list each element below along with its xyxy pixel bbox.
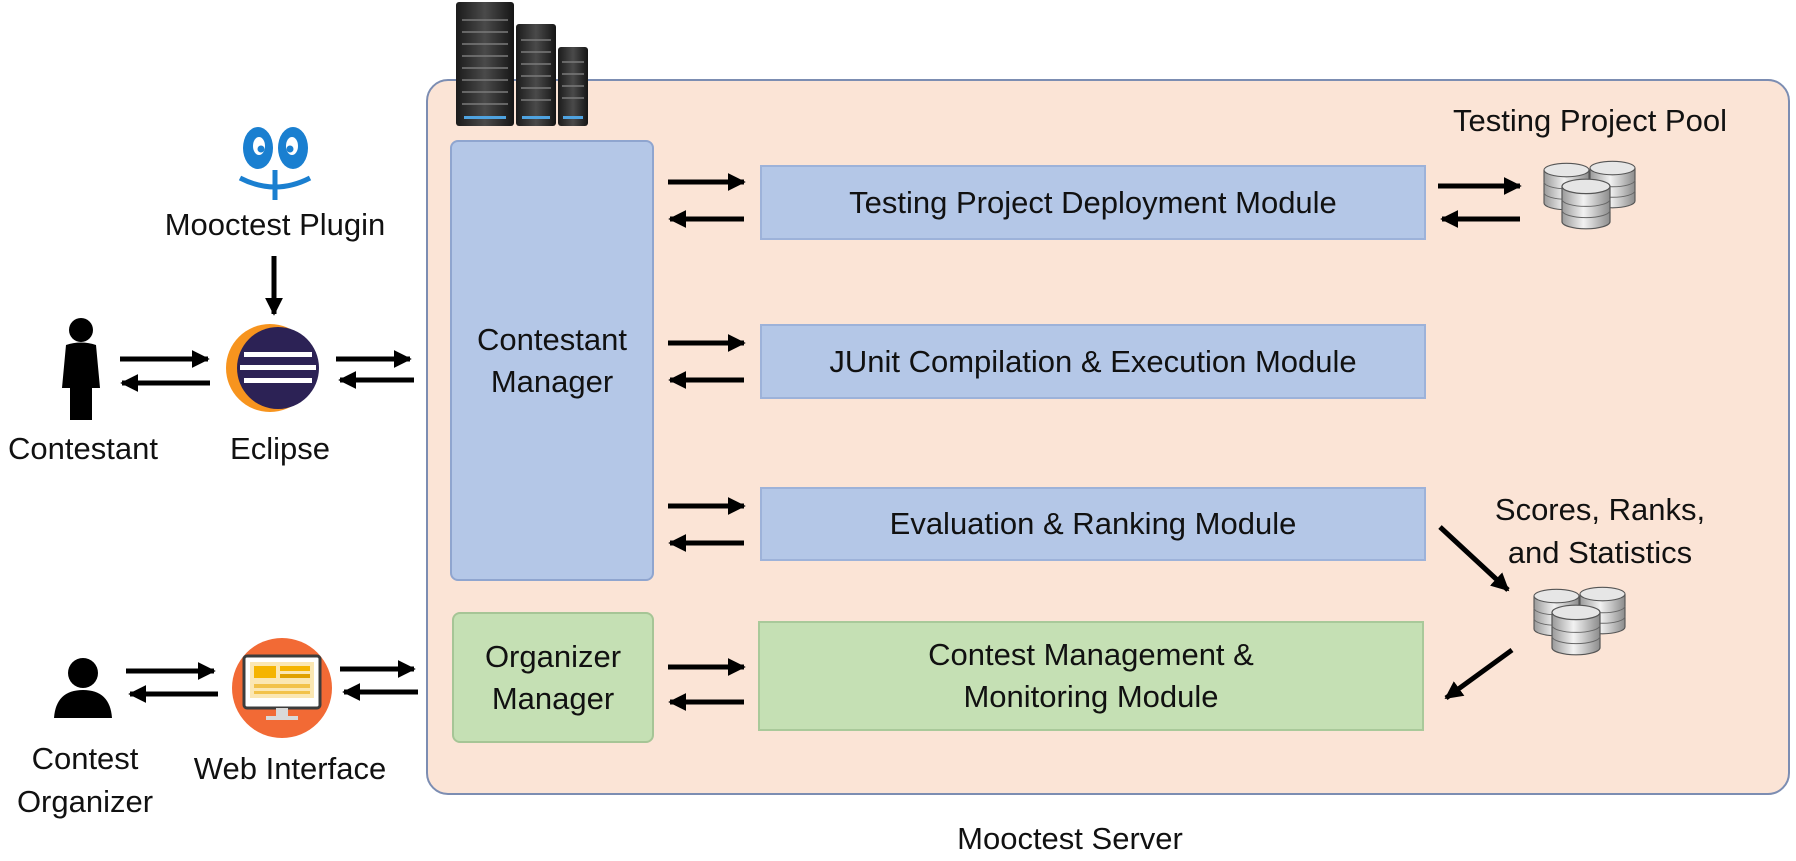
contest-management-monitoring-module: Contest Management & Monitoring Module [758, 621, 1424, 731]
mooctest-server-label: Mooctest Server [957, 821, 1183, 856]
mooctest-plugin-icon [236, 117, 314, 202]
organizer-manager: Organizer Manager [452, 612, 654, 743]
junit-compilation-execution-module: JUnit Compilation & Execution Module [760, 324, 1426, 399]
evaluation-ranking-module: Evaluation & Ranking Module [760, 487, 1426, 561]
person-icon [62, 318, 100, 420]
scores-ranks-statistics-label: Scores, Ranks, and Statistics [1494, 492, 1706, 570]
contest-organizer-label: Contest Organizer [16, 741, 154, 819]
contestant-manager: Contestant Manager [450, 140, 654, 581]
testing-project-deployment-module: Testing Project Deployment Module [760, 165, 1426, 240]
eclipse-label: Eclipse [230, 431, 330, 466]
web-monitor-icon [232, 638, 332, 738]
eclipse-icon [226, 324, 319, 412]
database-icon [1533, 586, 1626, 656]
web-interface-label: Web Interface [193, 751, 387, 786]
server-rack-icon [456, 2, 588, 126]
mooctest-plugin-label: Mooctest Plugin [164, 207, 386, 242]
testing-project-pool-label: Testing Project Pool [1453, 103, 1727, 138]
database-icon [1543, 160, 1636, 230]
person-icon [54, 658, 112, 718]
contestant-label: Contestant [8, 431, 158, 466]
